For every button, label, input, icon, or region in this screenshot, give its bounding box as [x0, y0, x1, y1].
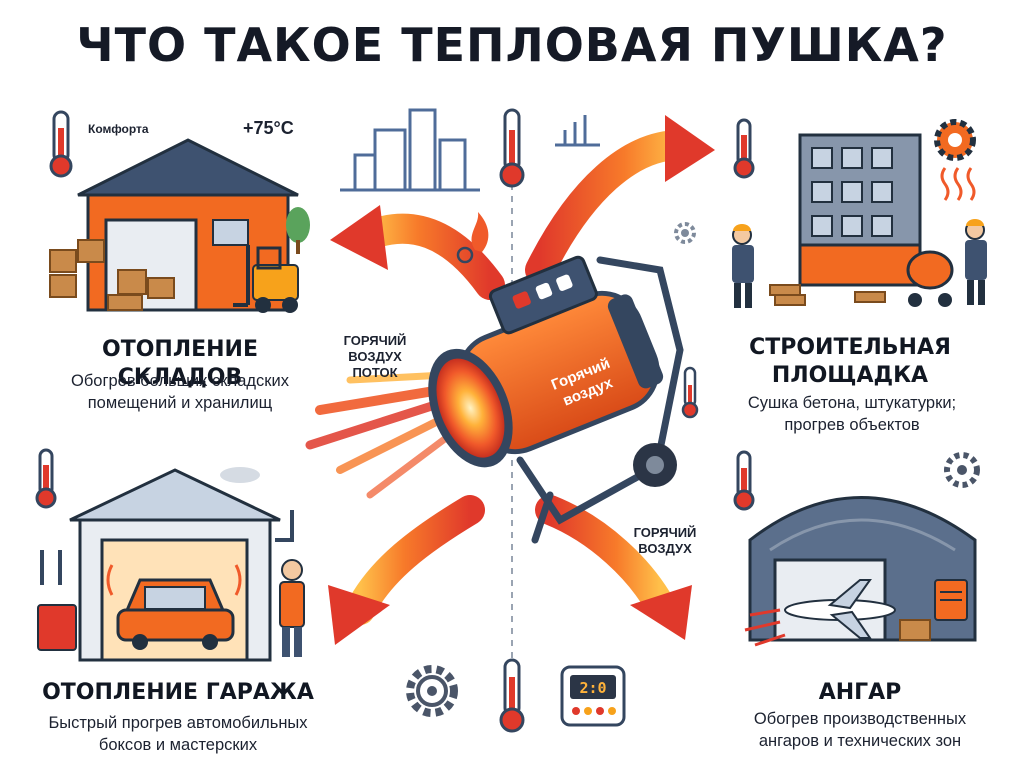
heater-illustration: Горячий воздух: [305, 108, 715, 690]
garage-subtitle-line1: Быстрый прогрев автомобильных: [48, 714, 308, 732]
hot-air-streaks: [305, 371, 454, 499]
hangar-subtitle-line1: Обогрев производственных: [753, 710, 967, 728]
heater-stand: [516, 256, 684, 544]
thermometer-warehouse-icon: [49, 110, 73, 178]
thermometer-hangar-icon: [733, 450, 755, 511]
garage-illustration: [35, 448, 305, 662]
heater-body: [428, 255, 664, 468]
timer-display: 2:0: [579, 679, 606, 697]
gear-construction-icon: [934, 119, 976, 161]
temperature-label: +75°C: [243, 118, 294, 138]
thermometer-bottom-icon: [499, 658, 525, 733]
hangar-subtitle: Обогрев производственных ангаров и техни…: [710, 708, 1010, 752]
timer-device-icon: 2:0: [560, 665, 626, 727]
hangar-illustration: [733, 450, 980, 647]
garage-heading: ОТОПЛЕНИЕ ГАРАЖА: [42, 680, 314, 705]
warehouse-subtitle-line2: помещений и хранилищ: [87, 394, 273, 412]
gear-hangar-icon: [944, 452, 980, 488]
worker-right-icon: [965, 219, 987, 305]
mechanic-icon: [279, 559, 305, 657]
comfort-label: Комфорта: [88, 122, 149, 136]
construction-heading: СТРОИТЕЛЬНАЯ ПЛОЩАДКА: [720, 334, 980, 390]
warehouse-illustration: [49, 110, 310, 313]
arrow-bottom-left: [328, 495, 485, 645]
thermometer-garage-icon: [35, 448, 57, 509]
bottom-center-icons: 2:0: [406, 658, 626, 733]
flame-icon: [456, 212, 489, 264]
tools-icon: [40, 550, 62, 585]
construction-heading-line2: ПЛОЩАДКА: [771, 363, 929, 388]
construction-heading-line1: СТРОИТЕЛЬНАЯ: [749, 335, 951, 360]
warehouse-heading: ОТОПЛЕНИЕ СКЛАДОВ: [102, 337, 258, 390]
flow-label: ГОРЯЧИЙ ВОЗДУХ ПОТОК: [330, 333, 420, 381]
worker-left-icon: [732, 224, 754, 308]
hot-air-label-line1: ГОРЯЧИЙ: [633, 525, 697, 540]
heater-unit-icon: [934, 579, 968, 621]
car-icon: [116, 578, 235, 650]
heat-waves-icon: [940, 167, 976, 201]
hangar-subtitle-line2: ангаров и технических зон: [758, 732, 962, 750]
construction-illustration: [732, 118, 987, 308]
garage-subtitle: Быстрый прогрев автомобильных боксов и м…: [28, 712, 328, 756]
warehouse-subtitle-line1: Обогрев больших складских: [71, 372, 289, 390]
thermometer-construction-icon: [733, 118, 755, 179]
city-buildings-icon: [340, 108, 480, 192]
garage-subtitle-line2: боксов и мастерских: [98, 736, 258, 754]
small-gear-icon: [674, 222, 696, 244]
thermometer-right-icon: [681, 366, 699, 419]
hot-air-label-line2: ВОЗДУХ: [638, 541, 692, 556]
gear-icon: [406, 665, 458, 717]
cement-mixer-icon: [906, 250, 954, 307]
construction-subtitle-line1: Сушка бетона, штукатурки;: [747, 394, 957, 412]
flow-label-line3: ПОТОК: [352, 365, 398, 380]
arrow-top-right: [525, 115, 715, 285]
arrow-top-left: [330, 205, 505, 300]
toolbox-icon: [37, 604, 77, 651]
flow-label-line1: ГОРЯЧИЙ: [343, 333, 407, 348]
hangar-heading: АНГАР: [818, 680, 902, 705]
warehouse-subtitle: Обогрев больших складских помещений и хр…: [40, 370, 320, 414]
construction-subtitle-line2: прогрев объектов: [784, 416, 920, 434]
thermometer-top-icon: [499, 108, 525, 188]
hot-air-label: ГОРЯЧИЙ ВОЗДУХ: [620, 525, 710, 557]
airplane-icon: [784, 579, 896, 639]
forklift-icon: [233, 245, 299, 313]
tree-icon: [286, 207, 310, 254]
construction-subtitle: Сушка бетона, штукатурки; прогрев объект…: [712, 392, 992, 436]
bar-chart-icon: [555, 115, 600, 147]
page-title: ЧТО ТАКОЕ ТЕПЛОВАЯ ПУШКА?: [76, 18, 948, 72]
flow-label-line2: ВОЗДУХ: [348, 349, 402, 364]
